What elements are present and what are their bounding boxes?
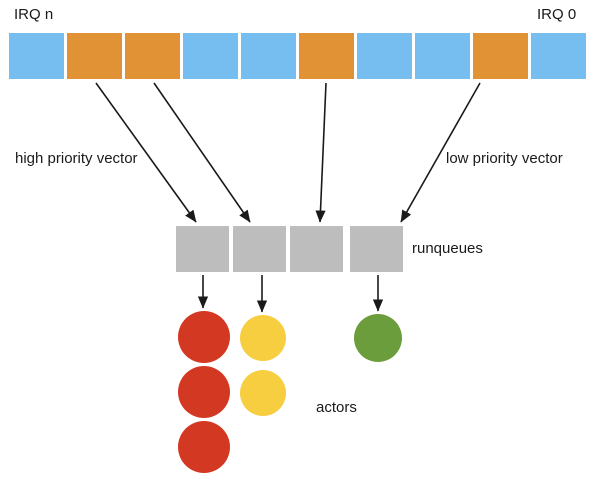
irq-cell-2[interactable] <box>125 33 180 79</box>
irq-low-label: IRQ 0 <box>537 6 577 23</box>
irq-high-label: IRQ n <box>14 6 54 23</box>
irq-cell-3[interactable] <box>183 33 238 79</box>
irq-cell-7[interactable] <box>415 33 470 79</box>
high-priority-vector-label: high priority vector <box>15 150 138 167</box>
irq-cell-8[interactable] <box>473 33 528 79</box>
actor-circle-rq0-2[interactable] <box>178 421 230 473</box>
actor-circle-rq1-0[interactable] <box>240 315 286 361</box>
actor-circle-rq0-0[interactable] <box>178 311 230 363</box>
arrow-irq-to-runqueue-1 <box>153 82 251 223</box>
actor-circle-rq0-1[interactable] <box>178 366 230 418</box>
runqueue-box-3[interactable] <box>350 226 403 272</box>
irq-cell-6[interactable] <box>357 33 412 79</box>
actor-circle-rq1-1[interactable] <box>240 370 286 416</box>
low-priority-vector-label: low priority vector <box>446 150 563 167</box>
actor-circle-rq3-0[interactable] <box>354 314 402 362</box>
irq-cell-0[interactable] <box>9 33 64 79</box>
actors-label: actors <box>316 399 357 416</box>
runqueue-box-0[interactable] <box>176 226 229 272</box>
irq-cell-1[interactable] <box>67 33 122 79</box>
runqueue-box-2[interactable] <box>290 226 343 272</box>
irq-cell-5[interactable] <box>299 33 354 79</box>
runqueue-to-actor-arrows <box>197 275 384 313</box>
irq-cell-9[interactable] <box>531 33 586 79</box>
arrow-irq-to-runqueue-2 <box>315 82 327 223</box>
irq-cell-4[interactable] <box>241 33 296 79</box>
irq-to-runqueue-arrows <box>95 82 481 223</box>
runqueue-box-1[interactable] <box>233 226 286 272</box>
runqueues-label: runqueues <box>412 240 483 257</box>
